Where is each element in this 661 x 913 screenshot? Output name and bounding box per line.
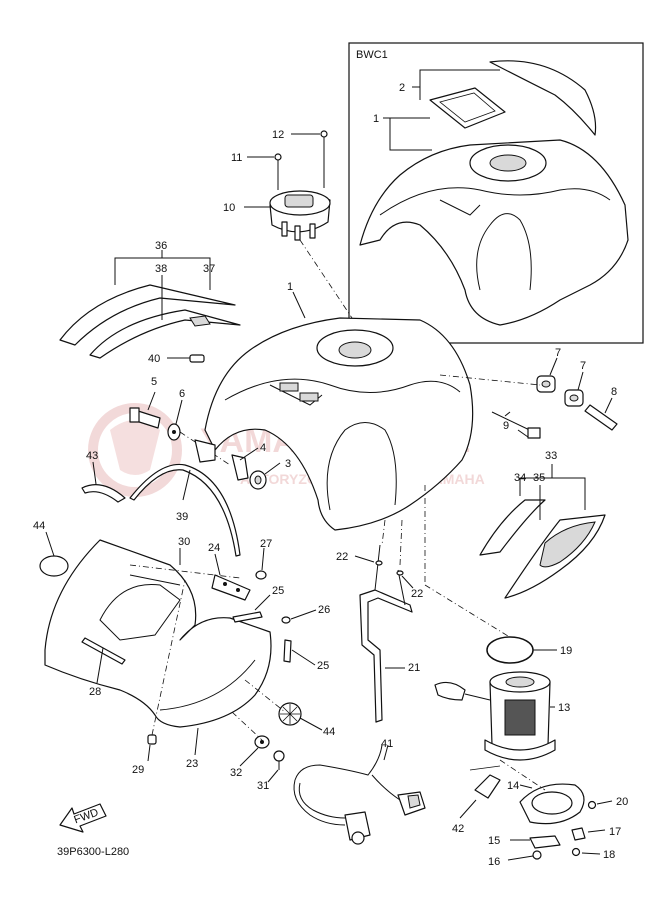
bracket-24: 24 27 <box>208 538 272 601</box>
callout-2-inset: 2 <box>399 82 405 94</box>
callout-44-b: 44 <box>323 726 335 738</box>
callout-14: 14 <box>507 780 519 792</box>
callout-4: 4 <box>260 442 266 454</box>
callout-6: 6 <box>179 388 185 400</box>
callout-1-inset: 1 <box>373 113 379 125</box>
callout-33: 33 <box>545 450 557 462</box>
callout-30: 30 <box>178 536 190 548</box>
callout-12: 12 <box>272 129 284 141</box>
catalog-code: 39P6300-L280 <box>57 846 129 858</box>
callout-36: 36 <box>155 240 167 252</box>
callout-18: 18 <box>603 849 615 861</box>
bolt-and-washer: 5 6 <box>129 376 231 466</box>
fuel-cap-assembly: 10 11 12 <box>223 129 361 331</box>
fuel-hose-41: 41 42 <box>293 738 501 845</box>
callout-34: 34 <box>514 472 526 484</box>
callout-21: 21 <box>408 662 420 674</box>
gasket-19: 19 <box>424 485 572 664</box>
fuel-tank: 1 <box>204 281 474 531</box>
callout-41: 41 <box>381 738 393 750</box>
callout-23: 23 <box>186 758 198 770</box>
callout-7-b: 7 <box>580 360 586 372</box>
clamps-and-bolts: 15 16 17 18 20 <box>488 796 628 868</box>
callout-25-a: 25 <box>272 585 284 597</box>
callout-27: 27 <box>260 538 272 550</box>
callout-10: 10 <box>223 202 235 214</box>
tape-43: 43 <box>81 450 126 503</box>
callout-5: 5 <box>151 376 157 388</box>
tapes-25-26: 25 25 26 <box>232 585 330 672</box>
callout-22-b: 22 <box>411 588 423 600</box>
fuel-pump-13: 13 <box>434 671 570 761</box>
callout-31: 31 <box>257 780 269 792</box>
tank-cover-panel: 44 28 29 30 23 <box>33 520 272 776</box>
callout-11: 11 <box>231 152 242 164</box>
callout-28: 28 <box>89 686 101 698</box>
inset-bwc1: BWC1 2 1 <box>348 42 644 344</box>
callout-20: 20 <box>616 796 628 808</box>
callout-25-b: 25 <box>317 660 329 672</box>
callout-32: 32 <box>230 767 242 779</box>
pump-bracket-14: 14 <box>499 759 585 825</box>
callout-29: 29 <box>132 764 144 776</box>
callout-42: 42 <box>452 823 464 835</box>
callout-8: 8 <box>611 386 617 398</box>
seal-strip-39: 39 <box>129 463 241 557</box>
callout-37: 37 <box>203 263 215 275</box>
callout-22-a: 22 <box>336 551 348 563</box>
emblem-44: 44 <box>244 679 335 738</box>
callout-43: 43 <box>86 450 98 462</box>
bracket-and-damper: 4 3 <box>194 439 291 490</box>
washer-and-bolt: 32 31 <box>230 711 285 792</box>
callout-9: 9 <box>503 420 509 432</box>
callout-17: 17 <box>609 826 621 838</box>
breather-hoses: 22 22 21 <box>336 519 423 723</box>
callout-44-a: 44 <box>33 520 45 532</box>
callout-38: 38 <box>155 263 167 275</box>
callout-3: 3 <box>285 458 291 470</box>
callout-16: 16 <box>488 856 500 868</box>
callout-1: 1 <box>287 281 293 293</box>
callout-24: 24 <box>208 542 220 554</box>
callout-7-a: 7 <box>555 347 561 359</box>
callout-19: 19 <box>560 645 572 657</box>
fwd-arrow-icon: FWD <box>59 803 107 833</box>
dampers-and-pins: 7 7 8 9 <box>439 347 618 439</box>
callout-13: 13 <box>558 702 570 714</box>
callout-39: 39 <box>176 511 188 523</box>
callout-35: 35 <box>533 472 545 484</box>
bolt-40: 40 <box>148 353 205 365</box>
tank-decals-right: 33 34 35 <box>479 450 606 599</box>
callout-40: 40 <box>148 353 160 365</box>
inset-label: BWC1 <box>356 49 388 61</box>
callout-15: 15 <box>488 835 500 847</box>
tank-decals-left: 36 38 37 <box>59 240 241 359</box>
callout-26: 26 <box>318 604 330 616</box>
